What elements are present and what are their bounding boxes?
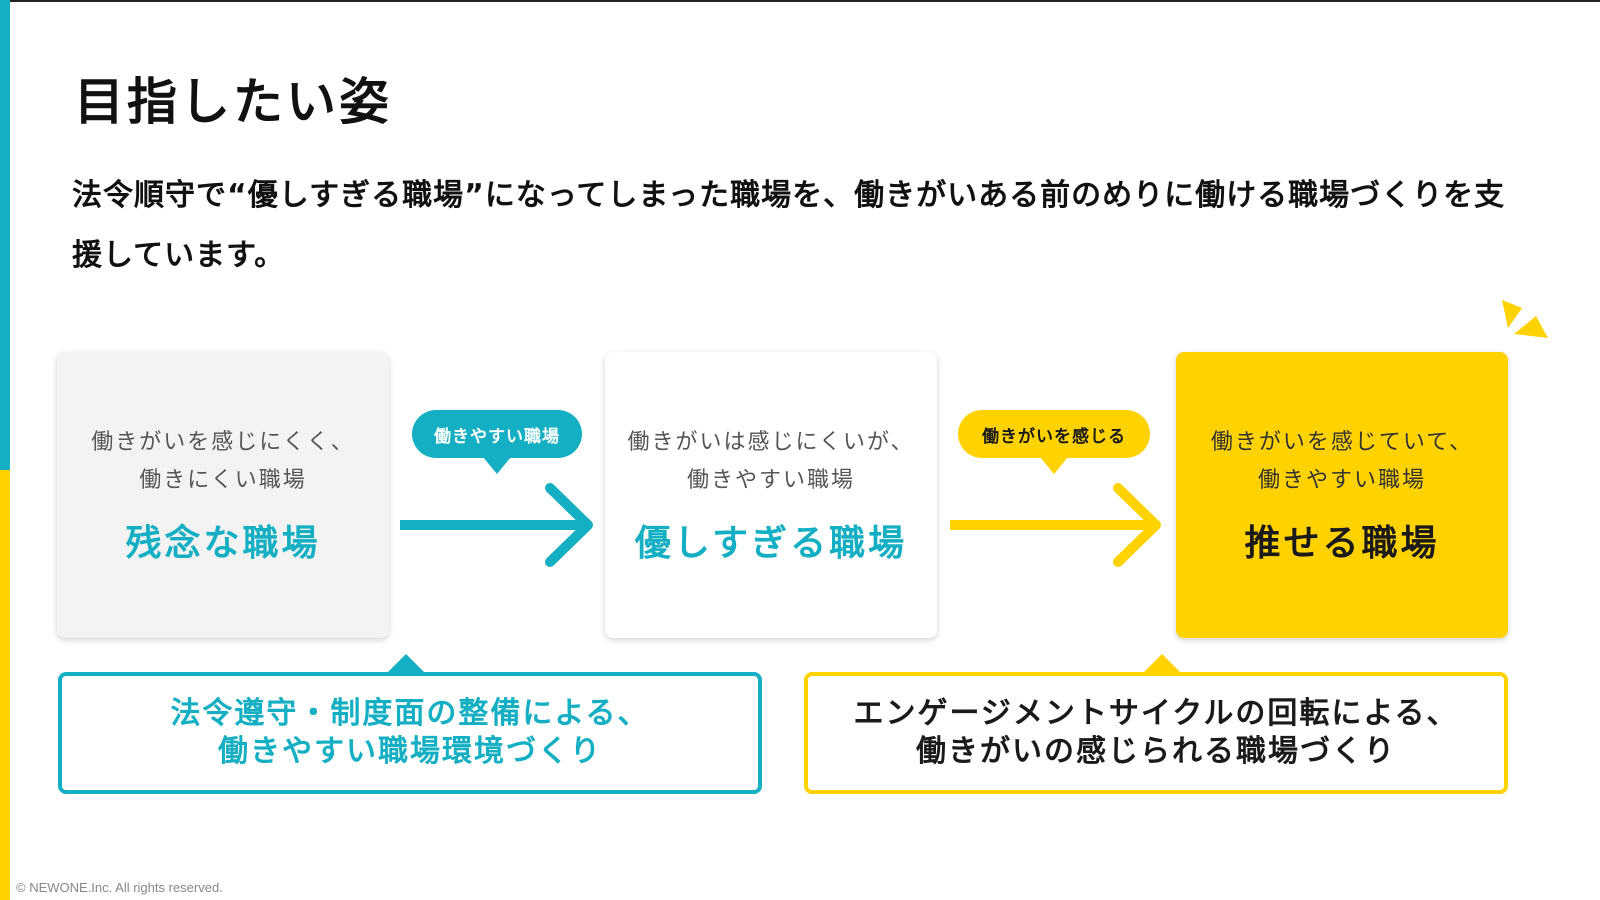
bubble-label: 働きがいを感じる (982, 426, 1126, 447)
box-line-1: 法令遵守・制度面の整備による、 (170, 696, 650, 731)
card-sub-line-1: 働きがいを感じにくく、 (91, 430, 355, 455)
box-line-2: 働きがいの感じられる職場づくり (916, 734, 1396, 769)
slide-title: 目指したい姿 (74, 73, 392, 131)
box-line-1: エンゲージメントサイクルの回転による、 (853, 696, 1459, 731)
copyright-footer: © NEWONE.Inc. All rights reserved. (16, 880, 223, 895)
card-sub-line-1: 働きがいは感じにくいが、 (627, 430, 915, 455)
card-sub-line-2: 働きにくい職場 (139, 468, 307, 493)
box-line-2: 働きやすい職場環境づくり (218, 734, 602, 769)
approach-box-engagement: エンゲージメントサイクルの回転による、 働きがいの感じられる職場づくり (804, 654, 1508, 794)
card-disappointing-workplace: 働きがいを感じにくく、 働きにくい職場 残念な職場 (57, 352, 389, 638)
arrow-right-yellow-icon (950, 483, 1161, 567)
side-accent-teal (0, 0, 10, 470)
approach-box-compliance: 法令遵守・制度面の整備による、 働きやすい職場環境づくり (58, 654, 762, 794)
card-main-label: 残念な職場 (125, 523, 321, 564)
card-recommendable-workplace: 働きがいを感じていて、 働きやすい職場 推せる職場 (1176, 352, 1508, 638)
top-rule (0, 0, 1600, 2)
card-sub-line-2: 働きやすい職場 (686, 468, 855, 493)
card-main-label: 優しすぎる職場 (634, 523, 908, 564)
bubble-feel-rewarding: 働きがいを感じる (958, 410, 1150, 474)
box-pointer (384, 654, 428, 676)
lead-text: 法令順守で“優しすぎる職場”になってしまった職場を、働きがいある前のめりに働ける… (72, 178, 1506, 273)
sparkle-icon (1502, 300, 1548, 338)
card-main-label: 推せる職場 (1244, 523, 1440, 564)
bubble-easy-to-work: 働きやすい職場 (412, 410, 582, 474)
bubble-label: 働きやすい職場 (434, 426, 560, 447)
box-pointer (1140, 654, 1184, 676)
card-too-kind-workplace: 働きがいは感じにくいが、 働きやすい職場 優しすぎる職場 (605, 352, 937, 638)
side-accent-yellow (0, 470, 10, 900)
arrow-right-teal-icon (400, 483, 593, 567)
card-sub-line-2: 働きやすい職場 (1257, 468, 1426, 493)
card-sub-line-1: 働きがいを感じていて、 (1210, 430, 1474, 455)
